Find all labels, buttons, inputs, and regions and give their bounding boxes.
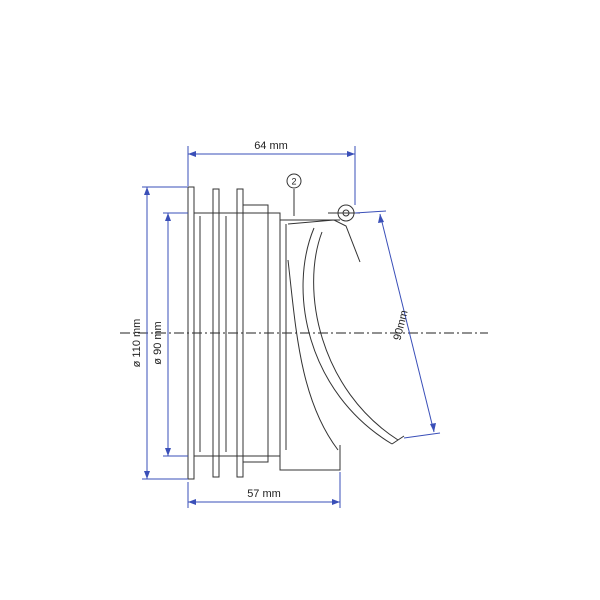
arrow-left <box>188 499 196 505</box>
seal-ring-2 <box>212 188 220 478</box>
arrow-right <box>332 499 340 505</box>
extension-line-bottom <box>403 432 441 439</box>
part-callout: 2 <box>286 173 302 216</box>
dimension-top-width: 64 mm <box>187 140 356 205</box>
arrow-bottom <box>430 423 436 432</box>
outer-diameter-label: ø 110 mm <box>131 319 143 368</box>
flap-tip <box>391 435 405 445</box>
bottom-width-label: 57 mm <box>247 488 281 500</box>
callout-bubble <box>286 173 302 189</box>
body-curve <box>287 259 339 451</box>
dimension-bottom-width: 57 mm <box>187 472 341 508</box>
arrow-top <box>144 187 150 195</box>
dimension-flap-length: 90mm <box>354 210 441 439</box>
flap-back <box>302 227 393 445</box>
dimension-line <box>379 213 435 433</box>
arrow-top <box>165 213 171 221</box>
arrow-top <box>378 214 384 223</box>
arrow-left <box>188 151 196 157</box>
arrow-right <box>347 151 355 157</box>
flap-bracket <box>287 219 361 263</box>
dimension-outer-diameter: ø 110 mm <box>131 186 188 480</box>
body-top-step <box>243 204 340 221</box>
extension-line-top <box>354 210 387 214</box>
flap-front <box>313 231 399 441</box>
arrow-bottom <box>165 448 171 456</box>
valve-body <box>174 186 405 480</box>
part-number-label: 2 <box>291 177 296 187</box>
inner-diameter-label: ø 90 mm <box>152 321 164 364</box>
seal-ring-1 <box>187 186 195 480</box>
seal-ring-3 <box>236 188 244 478</box>
body-bottom-step <box>243 445 341 471</box>
dimension-inner-diameter: ø 90 mm <box>152 212 188 457</box>
arrow-bottom <box>144 471 150 479</box>
top-width-label: 64 mm <box>254 140 288 152</box>
